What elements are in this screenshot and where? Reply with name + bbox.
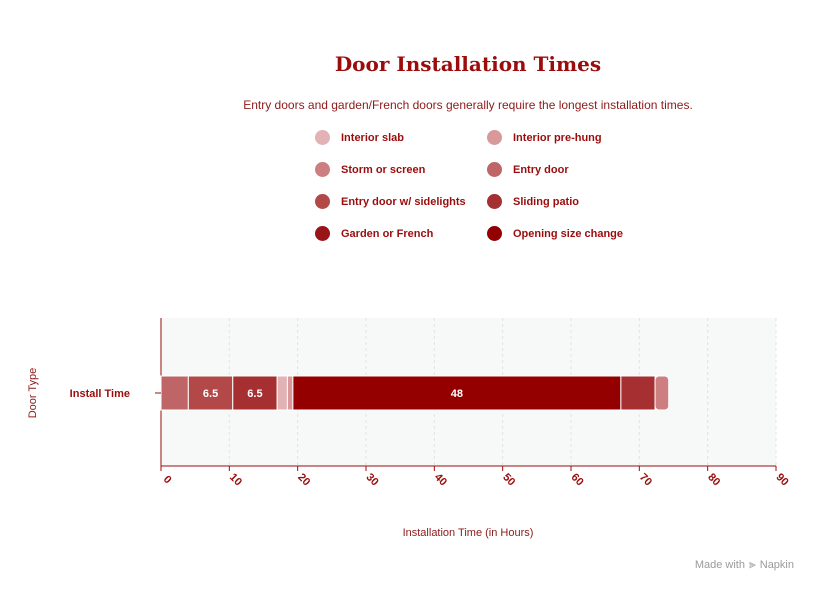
bar-segments [160, 375, 670, 411]
x-tick-label: 20 [295, 471, 312, 488]
bar-segment [160, 375, 189, 411]
data-label: 48 [451, 388, 463, 400]
legend-swatch [487, 130, 502, 145]
legend-label: Interior pre-hung [513, 131, 602, 144]
category-label: Install Time [70, 388, 130, 400]
legend-label: Garden or French [341, 227, 434, 240]
legend-swatch [315, 130, 330, 145]
x-tick-label: 30 [364, 471, 381, 488]
legend-swatch [315, 194, 330, 209]
legend-item: Storm or screen [315, 160, 487, 179]
legend-item: Opening size change [487, 224, 655, 243]
legend-item: Interior pre-hung [487, 128, 655, 147]
legend-item: Entry door w/ sidelights [315, 192, 487, 211]
legend-label: Entry door [513, 163, 569, 176]
x-tick-label: 70 [637, 471, 654, 488]
legend-swatch [487, 194, 502, 209]
bar-segment [276, 375, 288, 411]
x-tick-label: 60 [569, 471, 586, 488]
legend-label: Opening size change [513, 227, 624, 240]
bar-segment [286, 375, 294, 411]
bar-segment [654, 375, 670, 411]
legend-swatch [487, 162, 502, 177]
x-tick-label: 10 [227, 471, 244, 488]
legend-label: Interior slab [341, 131, 404, 144]
legend-swatch [315, 226, 330, 241]
watermark[interactable]: Made with ⫸ Napkin [695, 557, 794, 572]
legend-label: Entry door w/ sidelights [341, 195, 466, 208]
legend-label: Sliding patio [513, 195, 579, 208]
legend-item: Sliding patio [487, 192, 655, 211]
x-tick-label: 50 [500, 471, 517, 488]
legend-item: Garden or French [315, 224, 487, 243]
legend-swatch [487, 226, 502, 241]
data-labels: 6.5 6.5 48 [203, 388, 463, 400]
x-tick-label: 80 [705, 471, 722, 488]
chart-title: Door Installation Times [334, 52, 602, 76]
x-tick-label: 0 [161, 473, 174, 486]
bar-segment [232, 375, 278, 411]
x-tick-label: 90 [774, 471, 791, 488]
legend-swatch [315, 162, 330, 177]
watermark-brand: Napkin [759, 558, 794, 571]
napkin-logo-icon: ⫸ [748, 557, 756, 571]
x-axis-title: Installation Time (in Hours) [403, 527, 534, 539]
data-label: 6.5 [247, 388, 262, 400]
chart-subtitle: Entry doors and garden/French doors gene… [243, 98, 693, 112]
x-tick-labels: 0 10 20 30 40 50 60 70 80 90 [160, 466, 791, 488]
data-label: 6.5 [203, 388, 218, 400]
watermark-prefix: Made with [694, 558, 745, 571]
x-tick-label: 40 [432, 471, 449, 488]
bar-segment [620, 375, 656, 411]
y-axis-title: Door Type [27, 368, 39, 419]
bar-segment [292, 375, 622, 411]
legend-item: Entry door [487, 160, 655, 179]
legend-item: Interior slab [315, 128, 487, 147]
legend-label: Storm or screen [341, 163, 426, 176]
